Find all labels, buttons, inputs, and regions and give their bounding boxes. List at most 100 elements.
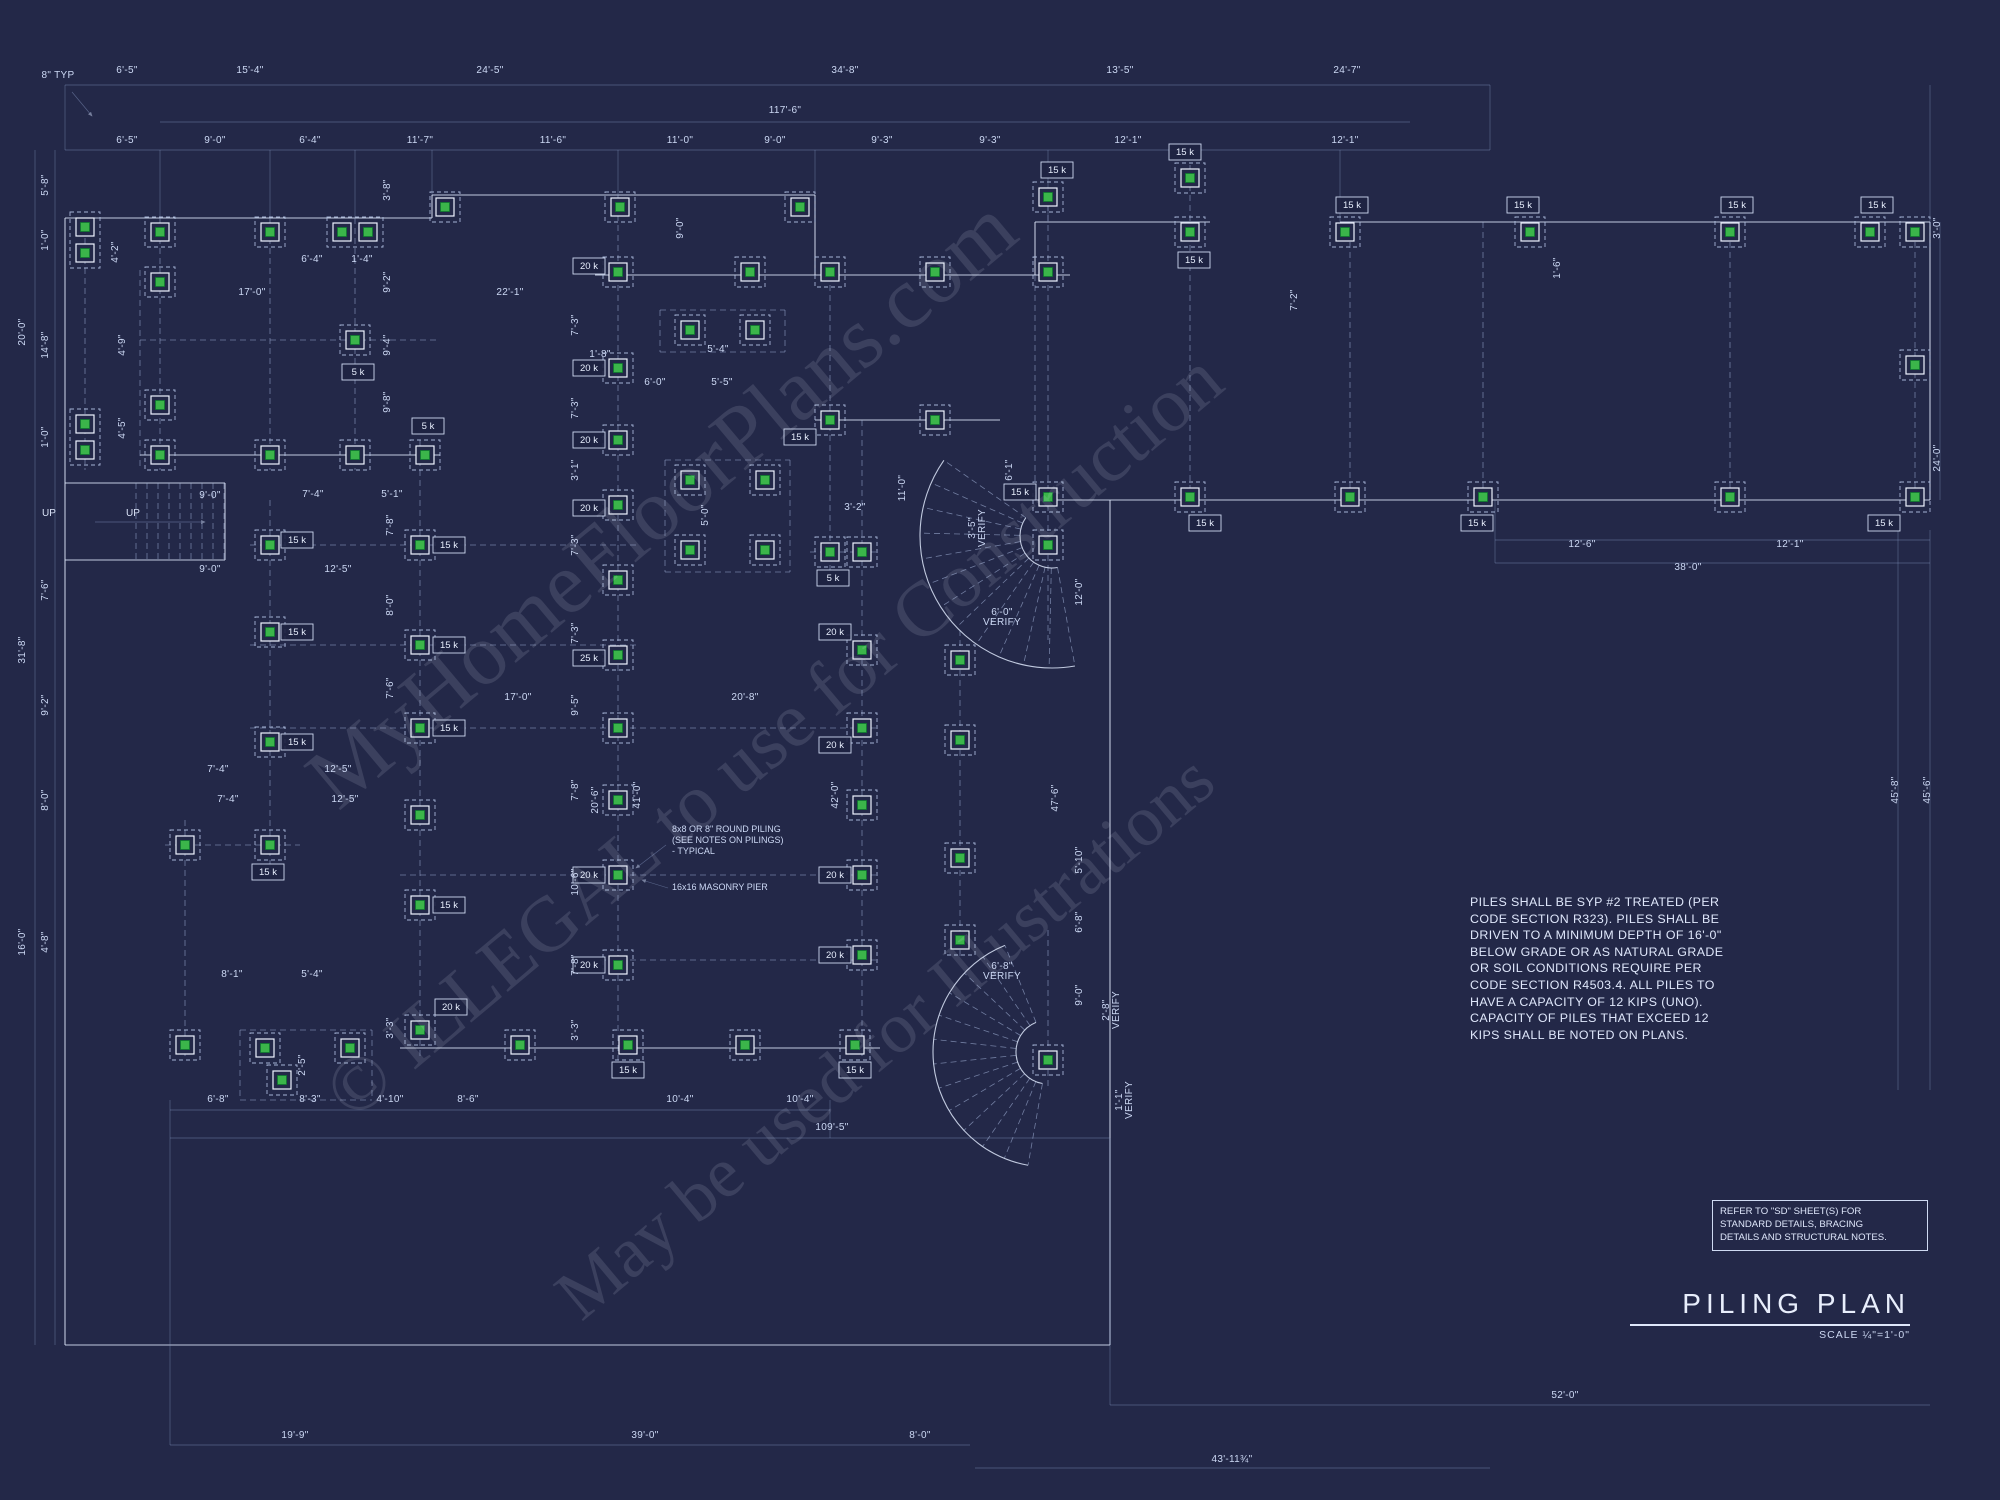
- dimension-label: 9'-2": [40, 694, 51, 716]
- pile-center: [1043, 267, 1053, 277]
- up-label: UP: [42, 508, 56, 519]
- pile-load-box: [1860, 196, 1894, 214]
- pile-load-label: 15 k: [791, 432, 809, 443]
- stair-arc: [1015, 1021, 1043, 1085]
- dimension-label: 10'-4": [786, 1094, 813, 1105]
- pile-center: [955, 655, 965, 665]
- pile-load-label: 5 k: [422, 421, 435, 432]
- pile-load-label: 15 k: [1868, 200, 1886, 211]
- pile-symbol: [814, 536, 846, 568]
- pile-symbol: [944, 724, 976, 756]
- pile-load-box: [280, 531, 314, 549]
- pile-load-label: 5 k: [352, 367, 365, 378]
- dimension-label: 12'-0": [1074, 578, 1085, 605]
- pile-load-box: [1867, 514, 1901, 532]
- dimension-label: 12'-5": [324, 764, 351, 775]
- pile-symbol: [846, 712, 878, 744]
- pile-symbol: [739, 314, 771, 346]
- pile-symbol: [734, 256, 766, 288]
- dimension-label: 8'-0": [40, 789, 51, 811]
- pile-center: [685, 475, 695, 485]
- pile-center: [857, 950, 867, 960]
- dimension-label: 2'-5": [297, 1054, 308, 1076]
- pile-center: [415, 900, 425, 910]
- pile-center: [1910, 360, 1920, 370]
- pile-center: [1043, 192, 1053, 202]
- pile-load-box: [572, 866, 606, 884]
- pile-load-box: [251, 863, 285, 881]
- stair-tread: [921, 541, 1021, 560]
- pile-load-box: [818, 736, 852, 754]
- pile-center: [415, 723, 425, 733]
- pile-center: [1043, 540, 1053, 550]
- pile-load-label: 25 k: [580, 653, 598, 664]
- pile-symbol: [944, 644, 976, 676]
- pile-load-box: [280, 623, 314, 641]
- pile-load-label: 15 k: [288, 627, 306, 638]
- dimension-label: 17'-0": [504, 692, 531, 703]
- pile-center: [350, 450, 360, 460]
- dimension-label: 24'-0": [1932, 444, 1943, 471]
- dimension-label: 3'-2": [844, 502, 866, 513]
- pile-load-label: 15 k: [1185, 255, 1203, 266]
- pile-load-label: 15 k: [1196, 518, 1214, 529]
- dimension-label: 16'-0": [17, 928, 28, 955]
- pile-center: [1340, 227, 1350, 237]
- pile-load-label: 15 k: [1011, 487, 1029, 498]
- pile-symbol: [254, 216, 286, 248]
- pile-center: [857, 547, 867, 557]
- pile-symbol: [729, 1029, 761, 1061]
- pile-center: [1345, 492, 1355, 502]
- stair-tread: [982, 1078, 1031, 1147]
- dimension-label: 6'-1": [1004, 459, 1015, 481]
- verify-label: 6'-8"VERIFY: [983, 961, 1021, 982]
- dimension-label: 24'-7": [1333, 65, 1360, 76]
- pile-center: [363, 227, 373, 237]
- pile-center: [825, 415, 835, 425]
- pile-load-label: 5 k: [827, 573, 840, 584]
- stair-tread: [938, 1061, 1018, 1089]
- pile-symbol: [409, 439, 441, 471]
- pile-load-box: [432, 636, 466, 654]
- pile-load-box: [1506, 196, 1540, 214]
- stair-arc: [932, 944, 1029, 1166]
- dimension-label: 9'-4": [382, 334, 393, 356]
- pile-load-box: [1003, 483, 1037, 501]
- pile-load-label: 15 k: [288, 535, 306, 546]
- pile-load-label: 15 k: [1048, 165, 1066, 176]
- pile-load-box: [1720, 196, 1754, 214]
- pile-center: [857, 645, 867, 655]
- pile-load-box: [1188, 514, 1222, 532]
- pile-symbol: [1714, 216, 1746, 248]
- pile-center: [760, 475, 770, 485]
- pile-load-label: 15 k: [1514, 200, 1532, 211]
- pile-symbol: [504, 1029, 536, 1061]
- pile-center: [760, 545, 770, 555]
- pile-center: [613, 267, 623, 277]
- pile-center: [795, 202, 805, 212]
- pile-center: [337, 227, 347, 237]
- pile-symbol: [69, 408, 101, 466]
- dimension-label: 9'-2": [382, 271, 393, 293]
- pile-symbol: [1334, 481, 1366, 513]
- stair-tread: [1027, 1083, 1043, 1166]
- dimension-label: 3'-0": [1932, 217, 1943, 239]
- dimension-label: 38'-0": [1674, 562, 1701, 573]
- pile-center: [345, 1043, 355, 1053]
- dimension-label: 39'-0": [631, 1430, 658, 1441]
- pile-center: [180, 840, 190, 850]
- pile-center: [350, 335, 360, 345]
- dimension-label: 31'-8": [17, 636, 28, 663]
- pile-center: [155, 450, 165, 460]
- dimension-label: 4'-9": [117, 334, 128, 356]
- pile-center: [850, 1040, 860, 1050]
- pile-symbol: [784, 191, 816, 223]
- stair-arc: [1019, 517, 1058, 569]
- pile-symbol: [1032, 529, 1064, 561]
- pile-load-label: 15 k: [1875, 518, 1893, 529]
- pile-center: [685, 545, 695, 555]
- pile-center: [155, 277, 165, 287]
- dimension-label: 8'-6": [457, 1094, 479, 1105]
- pile-symbol: [602, 712, 634, 744]
